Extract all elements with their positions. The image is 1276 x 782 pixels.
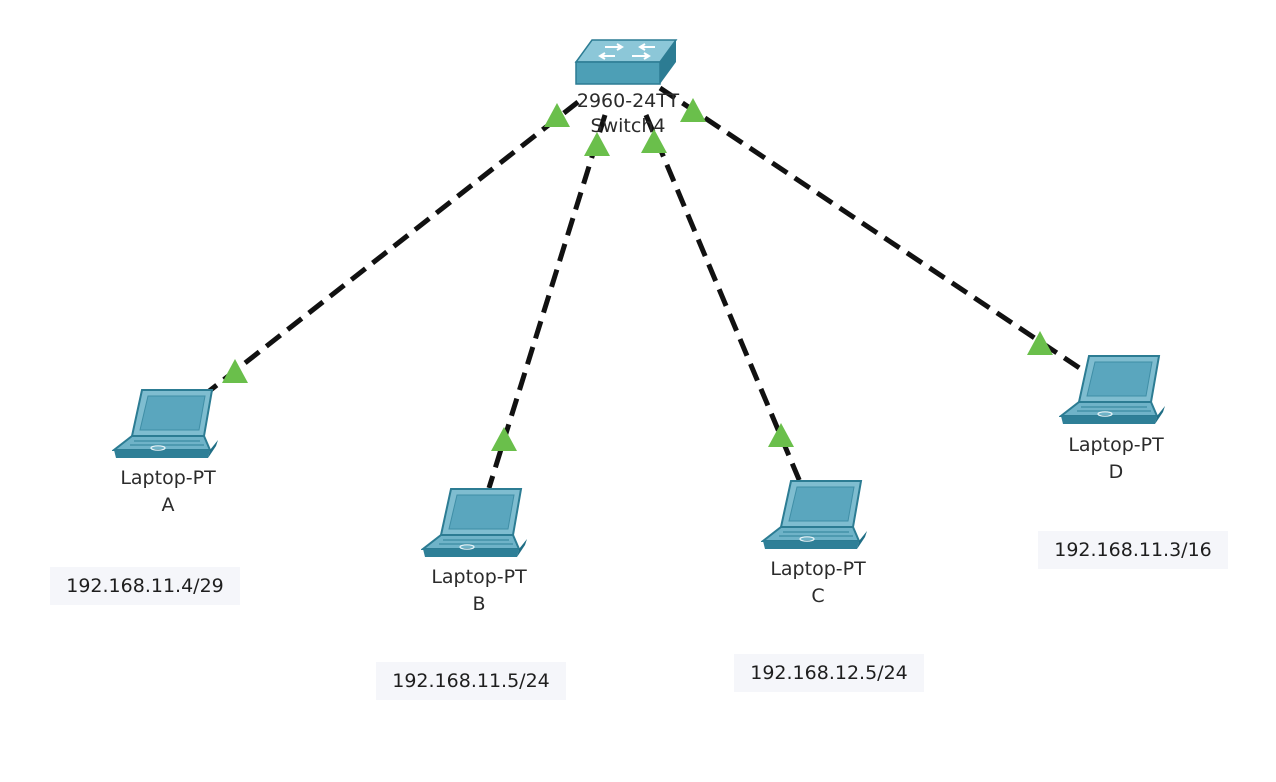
link-a-laptop-end-status-icon <box>222 359 248 383</box>
link-d-switch-end-status-icon <box>680 98 706 122</box>
link-b-laptop-end-status-icon <box>491 427 517 451</box>
laptop-d-name-label: D <box>1108 461 1124 483</box>
links-layer <box>206 85 1095 489</box>
link-a-switch-end-status-icon <box>544 103 570 127</box>
laptop-c-name-label: C <box>811 585 825 607</box>
link-switch-laptop-b[interactable] <box>486 114 608 489</box>
link-status-layer <box>222 98 1053 451</box>
laptop-c-type-label: Laptop-PT <box>770 558 866 580</box>
laptop-a-icon[interactable] <box>113 389 219 459</box>
laptop-d-ip-note: 192.168.11.3/16 <box>1038 531 1228 569</box>
laptop-a-ip-note: 192.168.11.4/29 <box>50 567 240 605</box>
laptop-b-name-label: B <box>472 593 486 615</box>
laptop-d-type-label: Laptop-PT <box>1068 434 1164 456</box>
switch-icon[interactable] <box>574 39 678 85</box>
link-b-switch-end-status-icon <box>584 132 610 156</box>
link-c-laptop-end-status-icon <box>768 423 794 447</box>
laptop-b-icon[interactable] <box>422 488 528 558</box>
laptop-b-ip-note: 192.168.11.5/24 <box>376 662 566 700</box>
switch-model-label: 2960-24TT <box>576 90 680 112</box>
laptop-a-name-label: A <box>161 494 175 516</box>
link-switch-laptop-c[interactable] <box>643 114 803 483</box>
link-switch-laptop-a[interactable] <box>206 100 580 394</box>
link-d-laptop-end-status-icon <box>1027 331 1053 355</box>
laptop-c-ip-note: 192.168.12.5/24 <box>734 654 924 692</box>
laptop-c-icon[interactable] <box>762 480 868 550</box>
laptop-a-type-label: Laptop-PT <box>120 467 216 489</box>
laptop-b-type-label: Laptop-PT <box>431 566 527 588</box>
switch-name-label: Switch4 <box>590 115 666 137</box>
link-switch-laptop-d[interactable] <box>658 85 1095 380</box>
link-c-switch-end-status-icon <box>641 129 667 153</box>
